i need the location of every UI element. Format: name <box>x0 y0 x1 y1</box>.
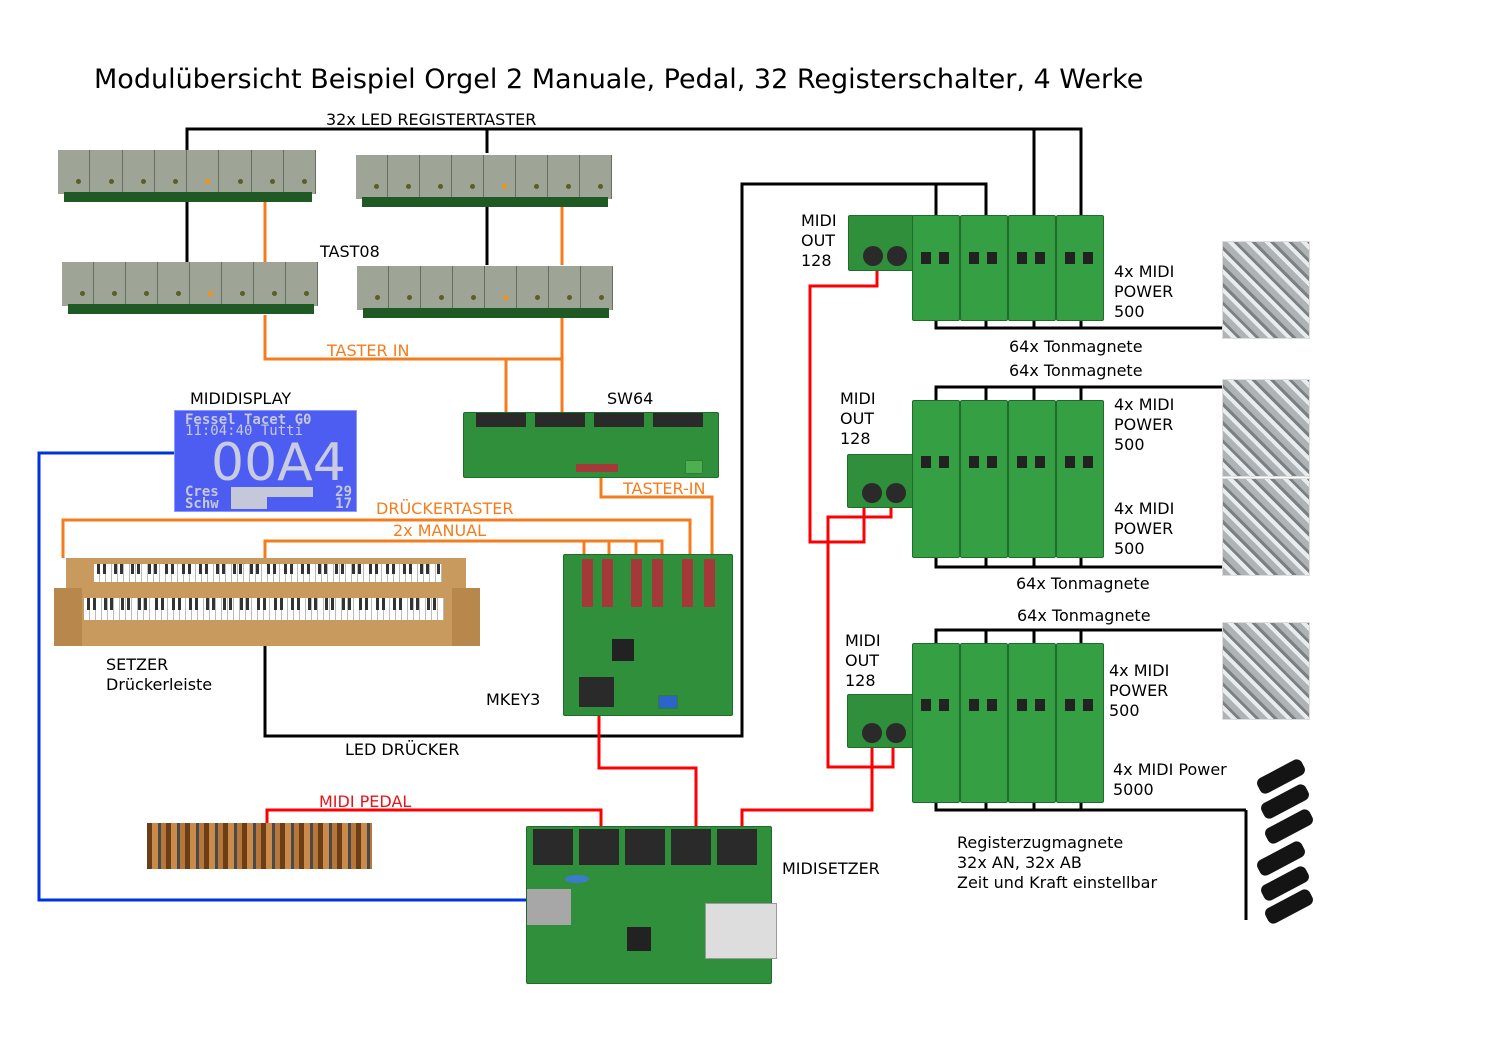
sw64-board <box>463 412 719 478</box>
pedalboard <box>147 823 372 869</box>
label-tonmagnete-1: 64x Tonmagnete <box>1009 337 1143 356</box>
diagram-title: Modulübersicht Beispiel Orgel 2 Manuale,… <box>94 64 1144 95</box>
midi-power-module <box>960 215 1008 321</box>
label-tast08: TAST08 <box>320 242 380 261</box>
wire-led-druecker <box>263 182 988 738</box>
tonmagnete-photo <box>1222 379 1310 477</box>
midi-out-128-board <box>848 215 914 271</box>
midi-power-module <box>1008 215 1056 321</box>
lcd-schw-label: Schw <box>185 496 219 512</box>
tast08-board <box>58 150 316 202</box>
wire-midi-pedal <box>265 808 603 828</box>
wire-taster-in <box>263 315 564 413</box>
wire-tonmagnete-2 <box>934 385 1222 400</box>
tast08-board <box>62 262 318 314</box>
midi-power-module <box>1056 400 1104 558</box>
lcd-cres-value: 29 <box>335 484 352 500</box>
organ-console-2-manuals <box>54 558 480 646</box>
wire-display-lan <box>37 451 528 902</box>
tonmagnete-photo <box>1222 622 1310 720</box>
label-sw64: SW64 <box>607 389 654 408</box>
label-mididisplay: MIDIDISPLAY <box>190 389 292 408</box>
midi-power-module <box>912 400 960 558</box>
label-tonmagnete-3: 64x Tonmagnete <box>1016 574 1150 593</box>
label-drueckertaster: DRÜCKERTASTER <box>376 499 514 518</box>
wire-midiout-chain-1 <box>808 270 879 544</box>
midi-out-128-board <box>847 454 913 508</box>
lan-port <box>527 889 571 925</box>
label-midisetzer: MIDISETZER <box>782 859 880 878</box>
label-setzer: SETZER <box>106 655 169 674</box>
tonmagnete-photo <box>1222 241 1310 339</box>
label-tonmagnete-4: 64x Tonmagnete <box>1017 606 1151 625</box>
sd-card-slot <box>705 903 777 959</box>
label-midi-pedal: MIDI PEDAL <box>319 792 412 811</box>
wire-2x-manual <box>263 539 664 558</box>
label-drueckerleiste: Drückerleiste <box>106 675 213 694</box>
midi-power-module <box>960 643 1008 803</box>
lcd-schw-bar <box>231 497 267 509</box>
label-led-druecker: LED DRÜCKER <box>345 740 460 759</box>
wire-midisetzer-midiout <box>740 743 874 828</box>
midi-out-128-board <box>847 694 913 748</box>
tast08-board <box>356 155 612 207</box>
midi-power-module <box>1056 643 1104 803</box>
midi-power-module <box>1008 400 1056 558</box>
midi-power-module <box>912 215 960 321</box>
lcd-row-1: Fessel Tacet G0 <box>185 412 312 428</box>
midi-power-module <box>912 643 960 803</box>
midi-display-lcd: Fessel Tacet G0 11:04:40 Tutti 00A4 Cres… <box>174 410 357 512</box>
midi-power-module <box>1056 215 1104 321</box>
label-mkey3: MKEY3 <box>486 690 541 709</box>
wire-tonmagnete-4 <box>934 628 1222 643</box>
lcd-schw-value: 17 <box>335 496 352 512</box>
label-registerzug-3: Zeit und Kraft einstellbar <box>957 873 1158 892</box>
wire-led-registertaster-bus <box>185 127 1083 215</box>
mkey3-board <box>563 554 733 716</box>
label-registerzug-1: Registerzugmagnete <box>957 833 1124 852</box>
wire-taster-in-2 <box>599 475 714 555</box>
midi-power-module <box>1008 643 1056 803</box>
lcd-cres-label: Cres <box>185 484 219 500</box>
midi-power-module <box>960 400 1008 558</box>
wire-registerzug <box>934 800 1246 812</box>
label-tonmagnete-2: 64x Tonmagnete <box>1009 361 1143 380</box>
lcd-cres-bar <box>231 487 313 497</box>
label-led-registertaster: 32x LED REGISTERTASTER <box>326 110 537 129</box>
label-taster-in-2: TASTER-IN <box>623 479 706 498</box>
label-2x-manual: 2x MANUAL <box>393 521 487 540</box>
wire-mkey3-midisetzer <box>597 715 698 828</box>
midisetzer-board <box>526 826 777 984</box>
label-taster-in: TASTER IN <box>327 341 410 360</box>
label-registerzug-2: 32x AN, 32x AB <box>957 853 1082 872</box>
tonmagnete-photo <box>1222 478 1310 576</box>
lcd-big-value: 00A4 <box>211 433 346 493</box>
wire-drueckertaster <box>61 518 692 558</box>
tast08-board <box>357 266 613 318</box>
lcd-row-2: 11:04:40 Tutti <box>185 423 304 439</box>
wire-tonmagnete-3 <box>934 555 1222 569</box>
wire-tonmagnete-1 <box>934 318 1222 330</box>
